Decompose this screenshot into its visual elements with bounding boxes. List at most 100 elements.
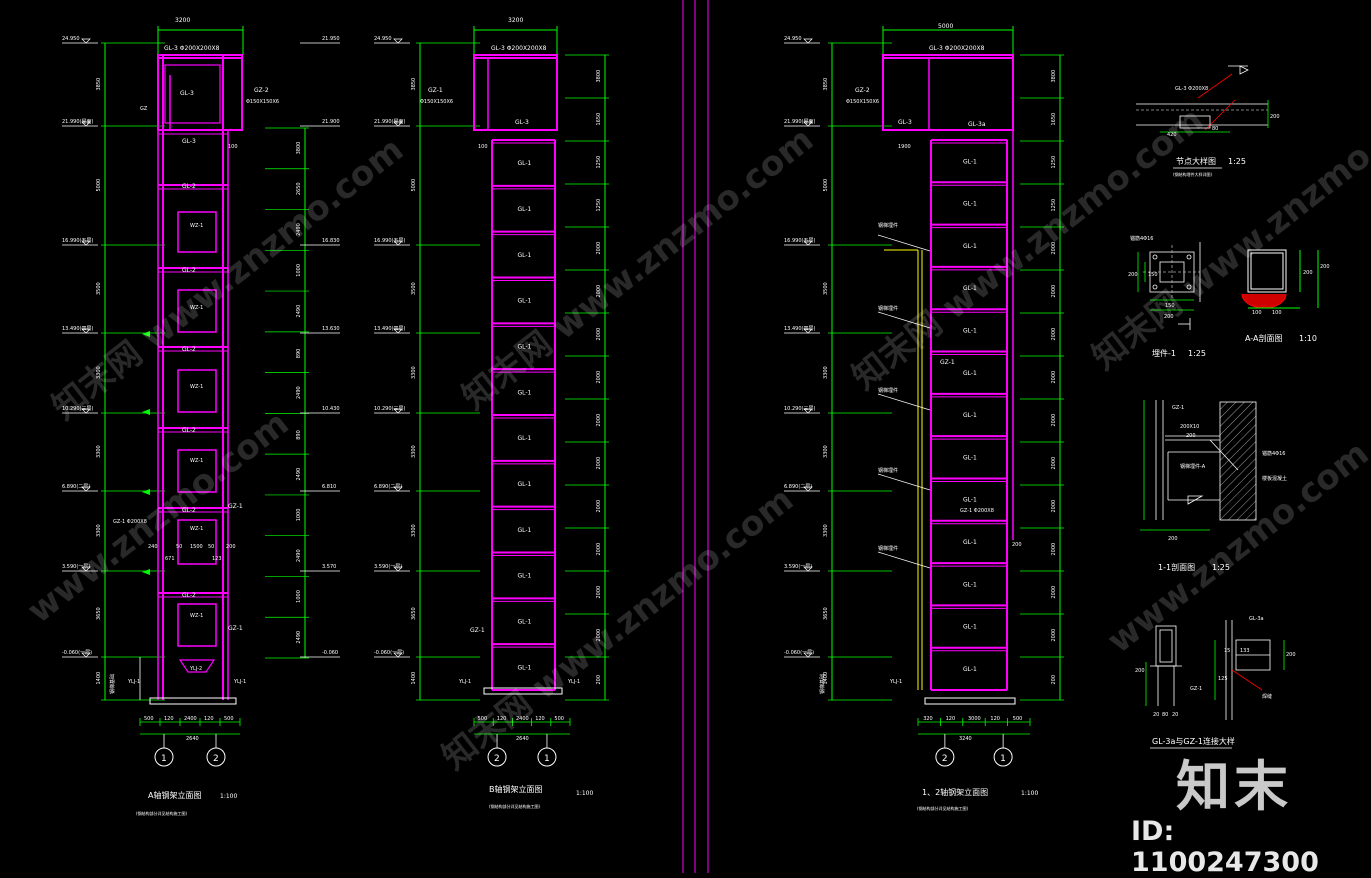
elev-b-level-text: 24.950 bbox=[374, 36, 392, 42]
elev-a-wz-panel bbox=[177, 603, 217, 647]
elev-c-axis-label: 1 bbox=[1000, 754, 1006, 764]
elev-a-inner-dim: 200 bbox=[226, 544, 236, 550]
elev-a-dim-text: 1400 bbox=[96, 672, 102, 685]
elev-a-level-text: 10.290(三层) bbox=[62, 406, 93, 412]
elev-b-bottom-total: 2640 bbox=[516, 736, 529, 742]
elev-a-inner-dim: 240 bbox=[148, 544, 158, 550]
elev-a-dim-text: 3650 bbox=[96, 607, 102, 620]
elev-c-level-marker bbox=[803, 566, 813, 572]
elev-c-small-dim: 1900 bbox=[898, 144, 911, 150]
elev-c-beam-label: GL-1 bbox=[963, 454, 977, 461]
elev-a-gl2-1: GL-2 bbox=[182, 183, 196, 190]
elev-c-level-marker bbox=[803, 408, 813, 414]
elev-b-dim-text: 3300 bbox=[411, 445, 417, 458]
elev-c-level-text: 16.990(五层) bbox=[784, 238, 815, 244]
elev-b-beam-label: GL-1 bbox=[518, 344, 532, 351]
elev-b-axis-label: 2 bbox=[494, 754, 500, 764]
elev-a-rdim-text: 2490 bbox=[296, 305, 302, 318]
elev-c-dim-text: 1400 bbox=[823, 672, 829, 685]
elev-a-rlevel-text: 3.570 bbox=[322, 564, 336, 570]
elev-b-beam-label: GL-1 bbox=[518, 160, 532, 167]
elev-c-axis-bubble bbox=[935, 747, 955, 767]
elev-b-rdim-text: 200 bbox=[596, 675, 602, 685]
elev-a-gz1-2: GZ-1 bbox=[228, 625, 243, 632]
elev-a-head-inner bbox=[164, 64, 221, 124]
elev-a-rlevel-text: 16.830 bbox=[322, 238, 340, 244]
image-id-label: ID: 1100247300 bbox=[1131, 816, 1319, 878]
elev-a-bottom-total: 2640 bbox=[186, 736, 199, 742]
elev-a-gl2-2: GL-2 bbox=[182, 267, 196, 274]
elev-c-beam-label: GL-1 bbox=[963, 624, 977, 631]
elev-a-arrow bbox=[142, 409, 150, 415]
elev-a-level-text: 3.590(一层) bbox=[62, 564, 90, 570]
elev-c-rdim-text: 2000 bbox=[1051, 457, 1057, 470]
elev-b-beam-label: GL-1 bbox=[518, 619, 532, 626]
detail-embed-title: 埋件-1 bbox=[1152, 348, 1176, 358]
elev-b-level-text: 16.990(五层) bbox=[374, 238, 405, 244]
elev-c-head-label: GZ-2 bbox=[855, 87, 870, 94]
elev-c-dim-text: 5000 bbox=[823, 179, 829, 192]
elev-b-beam-label: GL-1 bbox=[518, 389, 532, 396]
elev-a-arrow bbox=[142, 331, 150, 337]
detail-aa-scale: 1:10 bbox=[1299, 334, 1317, 343]
elev-a-dim-text: 3300 bbox=[96, 445, 102, 458]
elev-b-rdim-text: 2000 bbox=[596, 586, 602, 599]
elev-c-ylj: YLJ-1 bbox=[889, 679, 902, 685]
detail-node-scale: 1:25 bbox=[1228, 157, 1246, 166]
elev-a-top-small: 100 bbox=[228, 144, 238, 150]
elev-c-beam-label: GL-1 bbox=[963, 328, 977, 335]
elev-b-beam-label: GL-1 bbox=[518, 527, 532, 534]
elev-c-axis-label: 2 bbox=[942, 754, 948, 764]
elev-b-bdim-text: 500 bbox=[554, 716, 564, 722]
elev-b-rdim-text: 2000 bbox=[596, 242, 602, 255]
detail-aa-dim-3: 100 bbox=[1252, 310, 1262, 316]
elev-b-top-dim: 3200 bbox=[508, 17, 523, 24]
elev-c-bdim-text: 500 bbox=[1013, 716, 1023, 722]
elev-b-dim-text: 3500 bbox=[411, 282, 417, 295]
elev-a-rdim-text: 2650 bbox=[296, 182, 302, 195]
elev-a-axis-bubble bbox=[154, 747, 174, 767]
detail-drawings: GL-3 Φ200X8 420 80 200 节点大样图 1:25 (钢结构埋件… bbox=[1128, 65, 1330, 749]
elev-a-dim-text: 5000 bbox=[96, 179, 102, 192]
detail-aa-dim-2: 200 bbox=[1320, 264, 1330, 270]
elev-a-gl2-4: GL-2 bbox=[182, 427, 196, 434]
elev-a-rlevel-text: 21.900 bbox=[322, 119, 340, 125]
elev-a-footing bbox=[149, 697, 237, 705]
elev-c-anchor-leader bbox=[877, 473, 931, 491]
elev-b-note: (钢结构部分详见结构施工图) bbox=[489, 803, 541, 809]
elev-a-title: A轴钢架立面图 bbox=[148, 790, 201, 800]
detail-conn-dim-6: 133 bbox=[1240, 648, 1250, 654]
elev-c-level-text: 10.290(三层) bbox=[784, 406, 815, 412]
elev-c-beam-label: GL-1 bbox=[963, 412, 977, 419]
elev-b-bdim-text: 120 bbox=[535, 716, 545, 722]
elev-a-rdim-text: 1000 bbox=[296, 264, 302, 277]
elev-a-ylj-right: YLJ-1 bbox=[233, 679, 246, 685]
elev-a-level-marker bbox=[81, 408, 91, 414]
elev-b-level-text: 10.290(三层) bbox=[374, 406, 405, 412]
detail-11-note-4: 锚筋4Φ16 bbox=[1262, 450, 1285, 457]
elev-a-ylj2-brace bbox=[178, 659, 216, 673]
elev-c-anchor-leader bbox=[877, 311, 931, 329]
elev-c-rdim-text: 2000 bbox=[1051, 371, 1057, 384]
elev-b-beam-label: GL-1 bbox=[518, 435, 532, 442]
elev-c-level-marker bbox=[803, 121, 813, 127]
detail-node-dim-3: 200 bbox=[1270, 114, 1280, 120]
elev-a-gz1-1: GZ-1 bbox=[228, 503, 243, 510]
elev-c-beam-label: GL-1 bbox=[963, 497, 977, 504]
elev-a-dim-text: 3300 bbox=[96, 524, 102, 537]
elev-a-arrow bbox=[142, 489, 150, 495]
elev-b-axis-bubble bbox=[537, 747, 557, 767]
elev-a-rlevel-text: -0.060 bbox=[322, 650, 338, 656]
elev-a-gl2-5: GL-2 bbox=[182, 507, 196, 514]
elev-c-axis-bubble bbox=[993, 747, 1013, 767]
elev-c-gl-left: GL-3 bbox=[898, 119, 912, 126]
elev-b-dim-text: 5000 bbox=[411, 179, 417, 192]
elev-b-rdim-text: 2000 bbox=[596, 371, 602, 384]
detail-embed-label: 锚筋4Φ16 bbox=[1130, 235, 1153, 242]
detail-conn-label-2: GZ-1 bbox=[1190, 686, 1202, 692]
elev-c-level-text: 3.590(一层) bbox=[784, 564, 812, 570]
elev-c-anchor-leader bbox=[877, 551, 931, 569]
elev-a-level-marker bbox=[81, 566, 91, 572]
elev-b-level-marker bbox=[393, 408, 403, 414]
elev-b-small-dim: 100 bbox=[478, 144, 488, 150]
